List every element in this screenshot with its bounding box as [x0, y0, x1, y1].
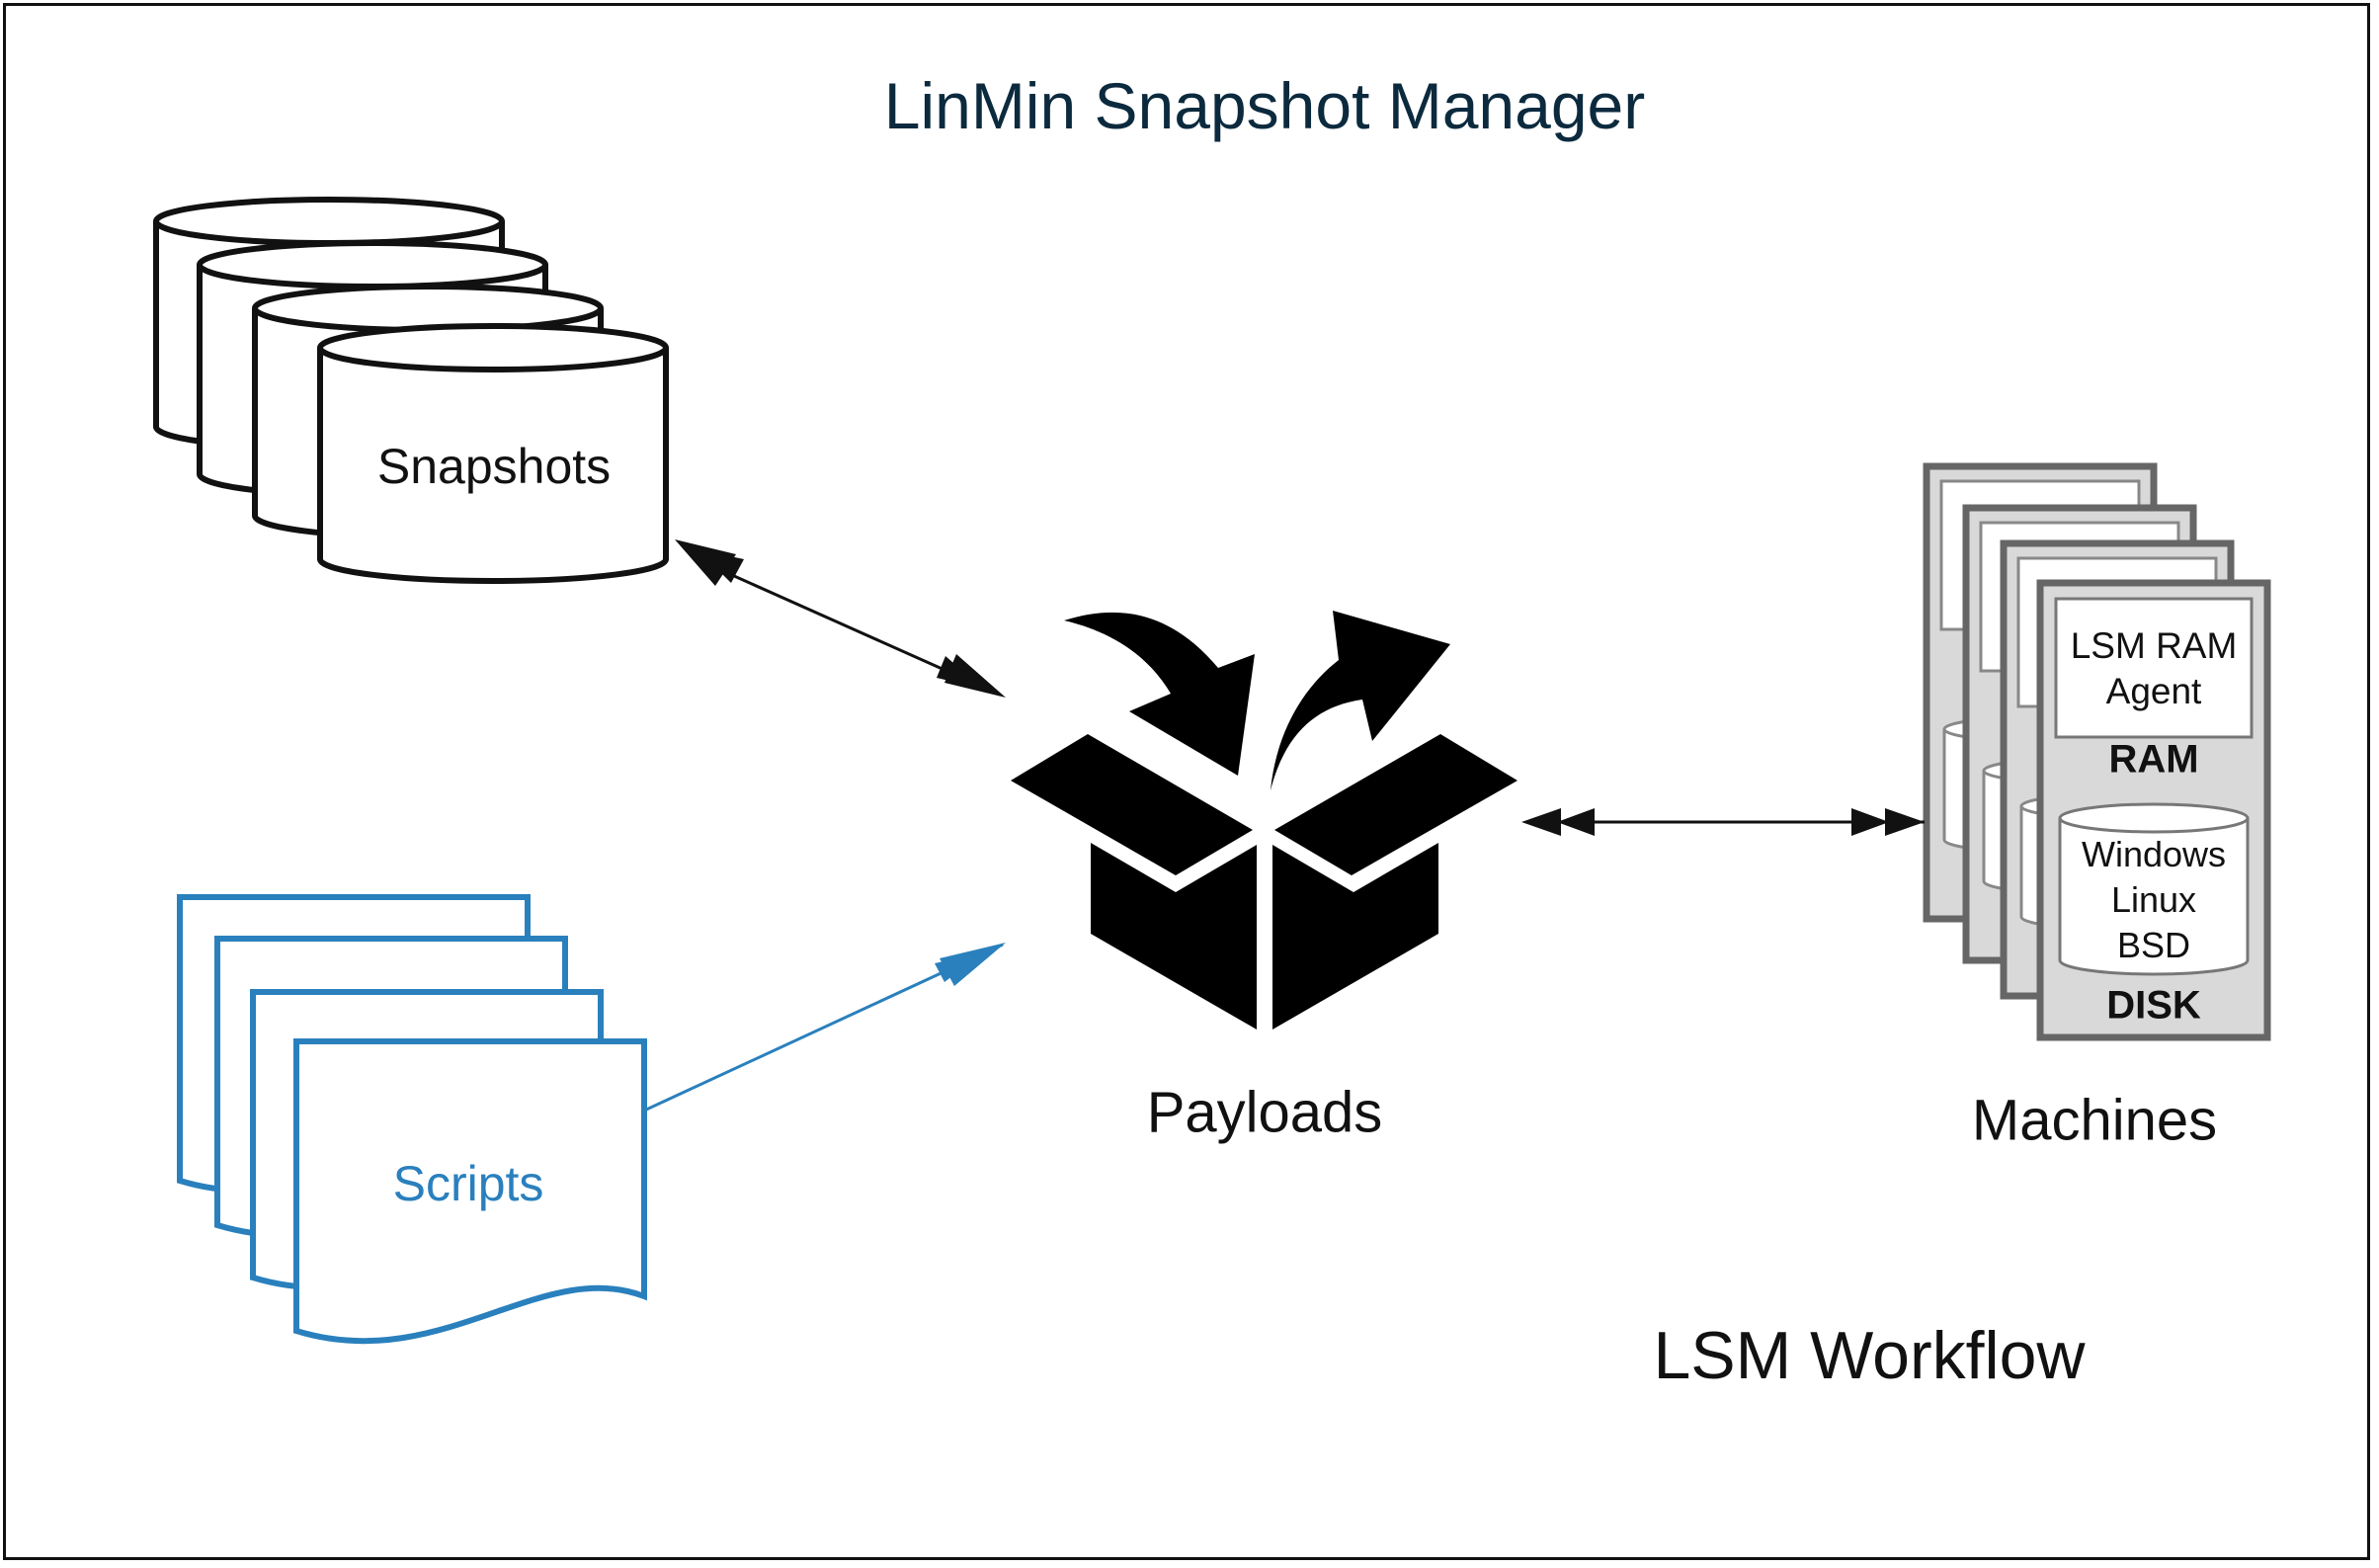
payloads-machines-connector — [1521, 808, 1925, 836]
scripts-payloads-connector — [643, 943, 1006, 1113]
machines-stack — [1923, 462, 2271, 1041]
workflow-caption: LSM Workflow — [1653, 1318, 2086, 1393]
disk-label: DISK — [2106, 983, 2201, 1028]
payload-box-icon — [1011, 611, 1518, 1030]
snapshots-label: Snapshots — [376, 439, 612, 494]
machines-label: Machines — [1971, 1088, 2218, 1153]
snapshot-cylinder-4 — [317, 323, 669, 584]
snapshots-stack — [153, 197, 669, 584]
scripts-stack — [177, 894, 647, 1345]
diagram-frame — [3, 3, 2370, 1560]
scripts-label: Scripts — [392, 1156, 544, 1211]
ram-label: RAM — [2108, 737, 2199, 782]
diagram-title: LinMin Snapshot Manager — [883, 69, 1646, 142]
ram-agent-label: LSM RAM Agent — [2070, 625, 2238, 711]
os-list-label: Windows Linux BSD — [2081, 834, 2227, 965]
snapshots-payloads-connector — [675, 539, 1006, 698]
machine-4 — [2036, 579, 2271, 1041]
payloads-label: Payloads — [1146, 1080, 1383, 1145]
script-page-4 — [293, 1038, 647, 1345]
